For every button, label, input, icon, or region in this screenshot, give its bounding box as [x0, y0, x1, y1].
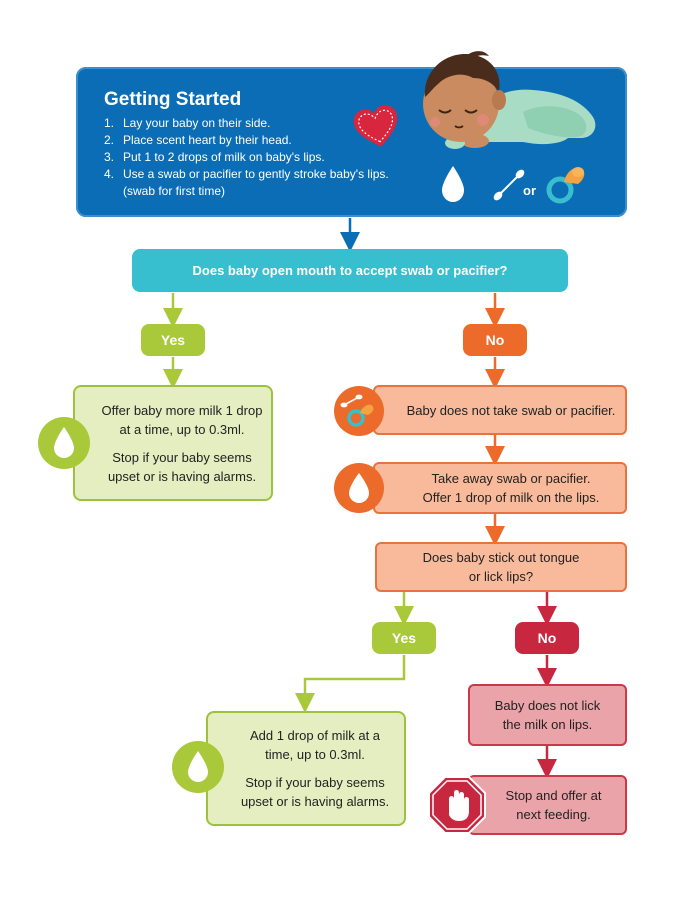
take-away-swab-box: Take away swab or pacifier.Offer 1 drop … — [373, 462, 627, 514]
swab-pacifier-icon — [334, 386, 384, 436]
step-item: 1. Lay your baby on their side. — [104, 115, 389, 132]
stop-hand-icon — [428, 776, 486, 834]
step-number: 1. — [104, 116, 115, 130]
no-label-1: No — [463, 324, 527, 356]
question-accept-swab: Does baby open mouth to accept swab or p… — [132, 249, 568, 292]
step-number: 3. — [104, 150, 115, 164]
yes-label-2: Yes — [372, 622, 436, 654]
step-text: Place scent heart by their head. — [123, 133, 292, 147]
milk-drop-icon — [172, 741, 224, 793]
step-note: (swab for first time) — [123, 184, 226, 198]
swab-icon — [493, 169, 525, 201]
getting-started-title: Getting Started — [104, 89, 242, 110]
step-number: 4. — [104, 167, 115, 181]
no-swab-box: Baby does not take swab or pacifier. — [373, 385, 627, 435]
take-away-swab-text: Take away swab or pacifier.Offer 1 drop … — [422, 471, 600, 505]
getting-started-steps: 1. Lay your baby on their side. 2. Place s… — [104, 115, 389, 200]
step-item: 2. Place scent heart by their head. — [104, 132, 389, 149]
or-label: or — [523, 183, 536, 198]
baby-illustration — [423, 51, 596, 149]
milk-drop-icon — [38, 417, 90, 469]
arrow-q2-yes — [295, 592, 414, 713]
pacifier-icon — [546, 167, 585, 204]
step-text: Lay your baby on their side. — [123, 116, 271, 130]
step-text: Put 1 to 2 drops of milk on baby's lips. — [123, 150, 325, 164]
no-label-2: No — [515, 622, 579, 654]
step-number: 2. — [104, 133, 115, 147]
step-item: 4. Use a swab or pacifier to gently strok… — [104, 166, 389, 183]
heart-icon — [353, 105, 398, 147]
step-text: Use a swab or pacifier to gently stroke … — [123, 167, 389, 181]
milk-drop-icon — [442, 166, 464, 202]
step-item: 3. Put 1 to 2 drops of milk on baby's lip… — [104, 149, 389, 166]
yes-label-1: Yes — [141, 324, 205, 356]
milk-drop-icon — [334, 463, 384, 513]
